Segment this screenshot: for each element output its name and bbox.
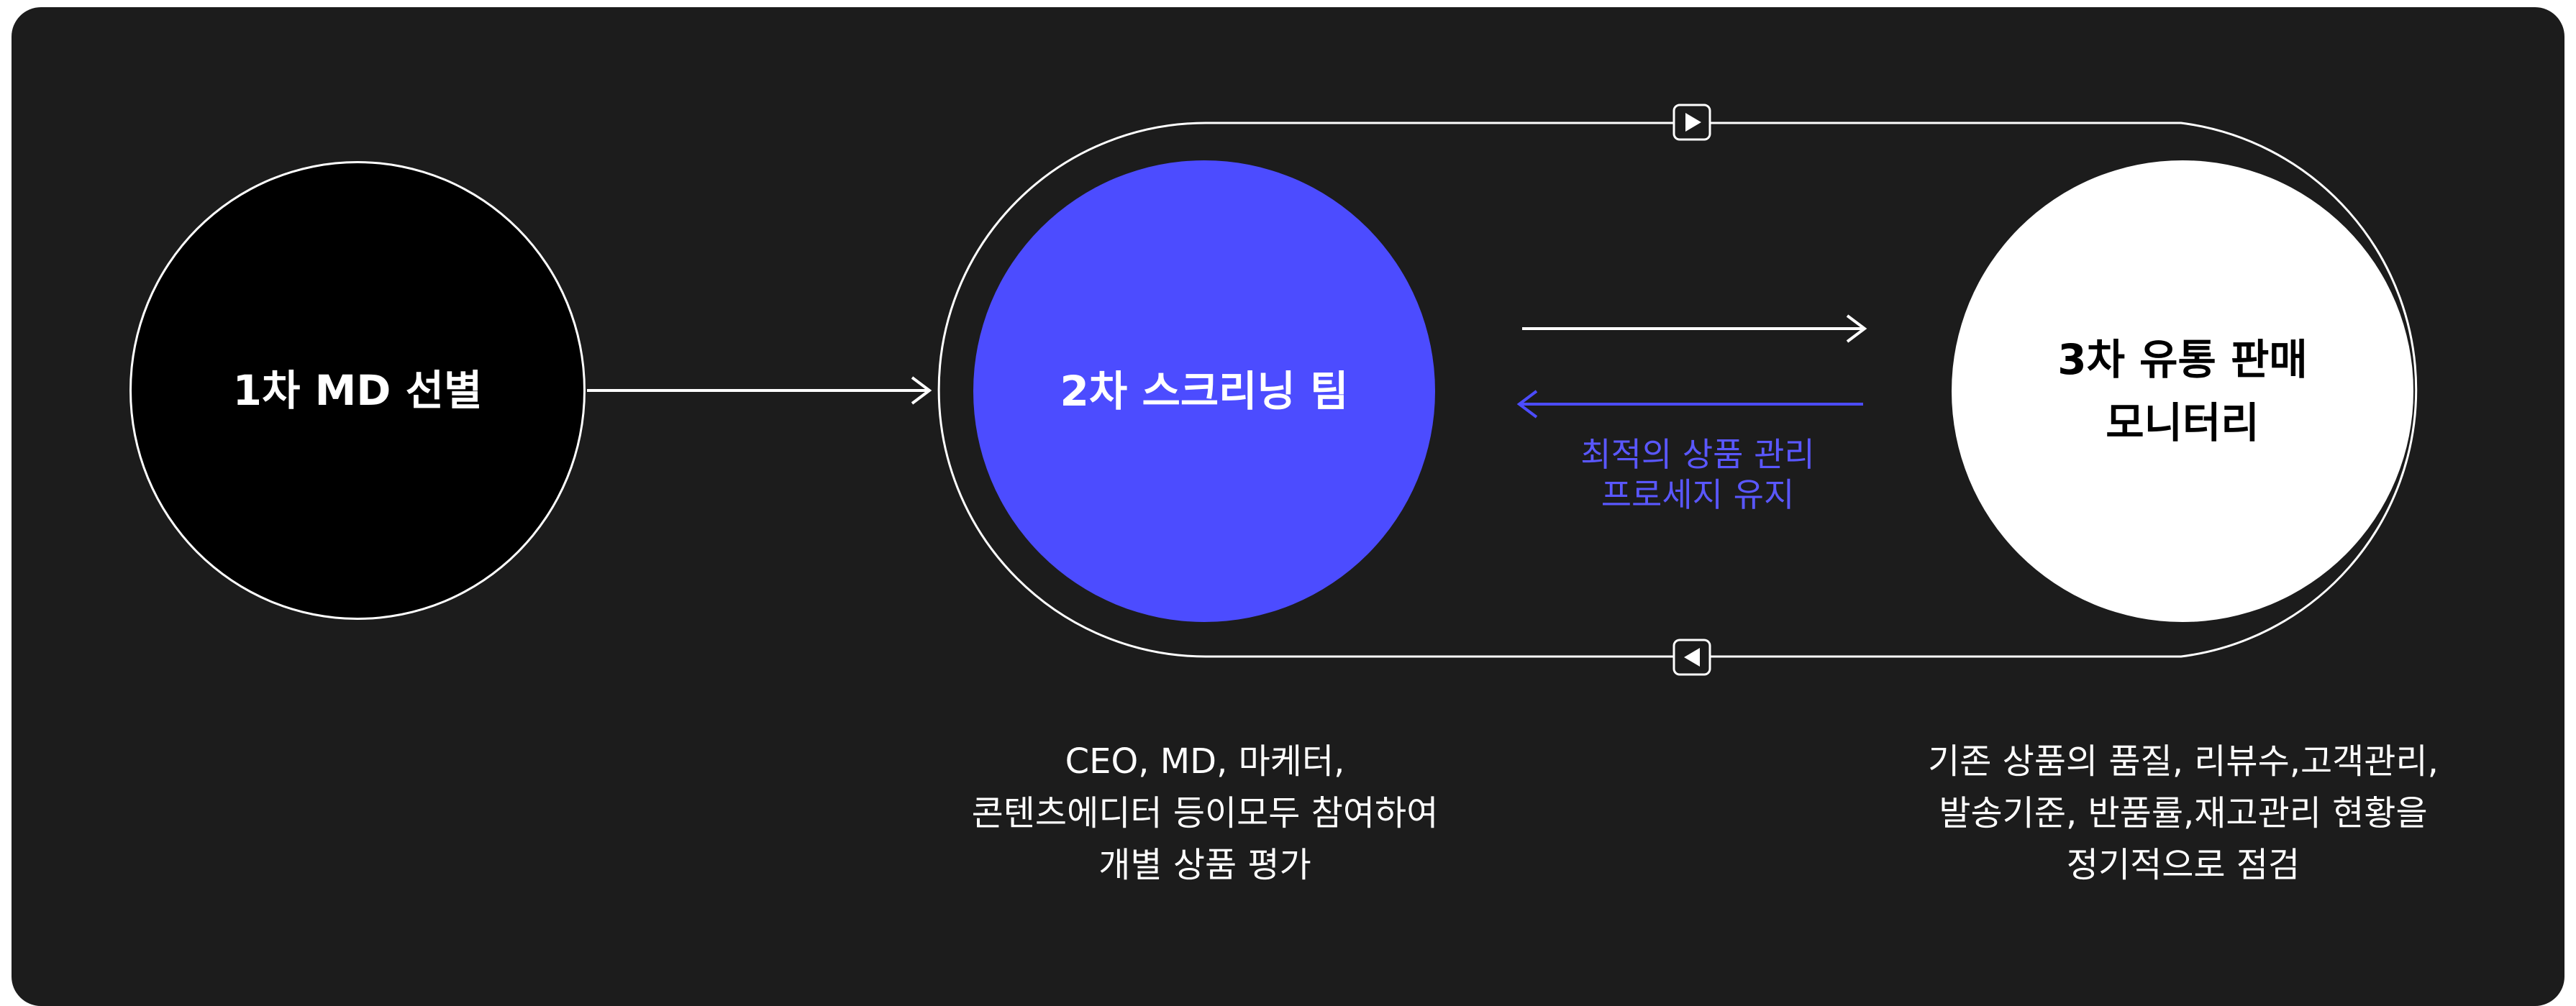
process-label-line-1: 최적의 상품 관리	[1580, 435, 1815, 474]
arrow-second-to-third	[1522, 314, 1867, 343]
third-desc-line-3: 정기적으로 점검	[2066, 845, 2300, 885]
node-first-label: 1차 MD 선별	[232, 366, 483, 415]
third-desc-line-2: 발송기준, 반품률,재고관리 현황을	[1939, 793, 2428, 833]
third-desc-line-1: 기존 상품의 품질, 리뷰수,고객관리,	[1928, 741, 2439, 782]
loop-direction-marker-bottom	[1672, 639, 1711, 676]
arrow-first-to-second	[587, 376, 932, 405]
node-third-distribution-monitoring: 3차 유통 판매 모니터리	[1952, 160, 2413, 622]
node-third-label-line-1: 3차 유통 판매	[2057, 335, 2308, 384]
third-node-description: 기존 상품의 품질, 리뷰수,고객관리, 발송기준, 반품률,재고관리 현황을 …	[1842, 736, 2525, 891]
second-desc-line-3: 개별 상품 평가	[1098, 845, 1311, 885]
node-third-label: 3차 유통 판매 모니터리	[2057, 328, 2308, 454]
node-first-md-selection: 1차 MD 선별	[129, 161, 586, 620]
node-second-screening-team: 2차 스크리닝 팀	[973, 160, 1435, 622]
process-label-line-2: 프로세지 유지	[1601, 475, 1795, 514]
loop-direction-marker-top	[1672, 104, 1711, 141]
arrow-third-to-second	[1516, 390, 1863, 419]
node-third-label-line-2: 모니터리	[2106, 398, 2259, 447]
node-second-label: 2차 스크리닝 팀	[1060, 367, 1349, 416]
second-desc-line-2: 콘텐츠에디터 등이모두 참여하여	[971, 793, 1439, 833]
second-node-description: CEO, MD, 마케터, 콘텐츠에디터 등이모두 참여하여 개별 상품 평가	[863, 736, 1547, 891]
process-label: 최적의 상품 관리 프로세지 유지	[1475, 434, 1921, 515]
cycle-loop-track	[937, 122, 2418, 658]
second-desc-line-1: CEO, MD, 마케터,	[1065, 741, 1345, 782]
